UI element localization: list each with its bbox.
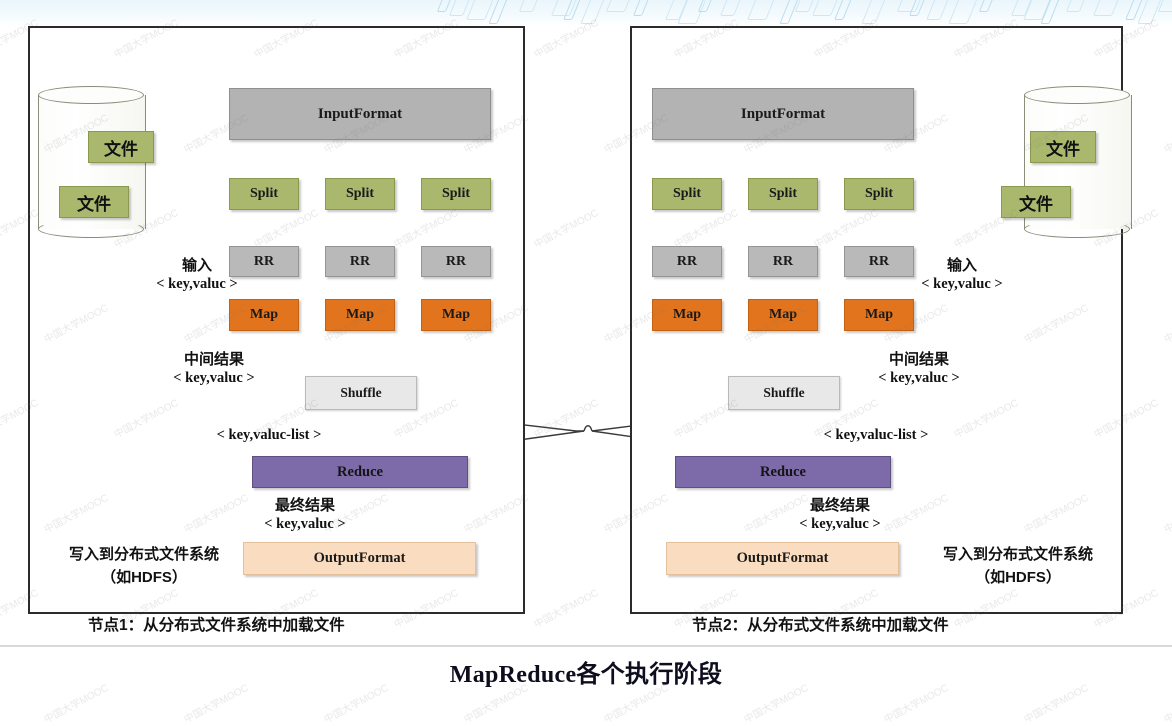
node1-input-format: InputFormat xyxy=(229,88,491,140)
node1-caption: 节点1：从分布式文件系统中加载文件 xyxy=(88,617,345,634)
node1-shuffle-kv-label: < key,valuc-list > xyxy=(216,427,322,443)
node2-split-3: Split xyxy=(844,178,914,210)
node1-file-1: 文件 xyxy=(88,131,154,163)
node2-intermediate-kv-label: < key,valuc > xyxy=(878,370,960,386)
node1-intermediate-label: 中间结果 xyxy=(183,351,244,368)
node2-shuffle-kv-label: < key,valuc-list > xyxy=(823,427,929,443)
node1-file-2: 文件 xyxy=(59,186,129,218)
footer-divider xyxy=(0,645,1172,647)
node2-map-1: Map xyxy=(652,299,722,331)
node2-writeback-label-line2: （如HDFS） xyxy=(975,569,1061,586)
node2-record-reader-2: RR xyxy=(748,246,818,277)
node2-intermediate-label: 中间结果 xyxy=(888,351,949,368)
node2-final-kv-label: < key,valuc > xyxy=(799,516,881,532)
node1-split-1: Split xyxy=(229,178,299,210)
node2-file-2: 文件 xyxy=(1001,186,1071,218)
node2-split-1: Split xyxy=(652,178,722,210)
node1-record-reader-3: RR xyxy=(421,246,491,277)
node1-reduce: Reduce xyxy=(252,456,468,488)
node1-intermediate-kv-label: < key,valuc > xyxy=(173,370,255,386)
decorative-top-band xyxy=(0,0,1172,26)
node1-record-reader-1: RR xyxy=(229,246,299,277)
node1-map-2: Map xyxy=(325,299,395,331)
node1-split-3: Split xyxy=(421,178,491,210)
node1-split-2: Split xyxy=(325,178,395,210)
node2-record-reader-1: RR xyxy=(652,246,722,277)
node2-file-1: 文件 xyxy=(1030,131,1096,163)
node2-input-label: 输入 xyxy=(946,257,977,274)
node2-input-kv-label: < key,valuc > xyxy=(921,276,1003,292)
node1-input-kv-label: < key,valuc > xyxy=(156,276,238,292)
node2-record-reader-3: RR xyxy=(844,246,914,277)
node1-record-reader-2: RR xyxy=(325,246,395,277)
page-title: MapReduce各个执行阶段 xyxy=(449,662,723,688)
node2-caption: 节点2：从分布式文件系统中加载文件 xyxy=(692,617,949,634)
node2-shuffle: Shuffle xyxy=(728,376,840,410)
node2-writeback-label-line1: 写入到分布式文件系统 xyxy=(942,546,1093,563)
node1-map-3: Map xyxy=(421,299,491,331)
node1-shuffle: Shuffle xyxy=(305,376,417,410)
node1-final-label: 最终结果 xyxy=(274,497,335,514)
node2-output-format: OutputFormat xyxy=(666,542,899,575)
mapreduce-diagram: 文件 文件 InputFormat Split Split Split RR R… xyxy=(0,18,1172,726)
node1-writeback-label-line2: （如HDFS） xyxy=(101,569,187,586)
node2-final-label: 最终结果 xyxy=(809,497,870,514)
node1-final-kv-label: < key,valuc > xyxy=(264,516,346,532)
node1-input-label: 输入 xyxy=(181,257,212,274)
node2-input-format: InputFormat xyxy=(652,88,914,140)
node2-map-2: Map xyxy=(748,299,818,331)
node2-reduce: Reduce xyxy=(675,456,891,488)
node1-output-format: OutputFormat xyxy=(243,542,476,575)
node2-map-3: Map xyxy=(844,299,914,331)
node1-writeback-label-line1: 写入到分布式文件系统 xyxy=(68,546,219,563)
node1-map-1: Map xyxy=(229,299,299,331)
node2-split-2: Split xyxy=(748,178,818,210)
